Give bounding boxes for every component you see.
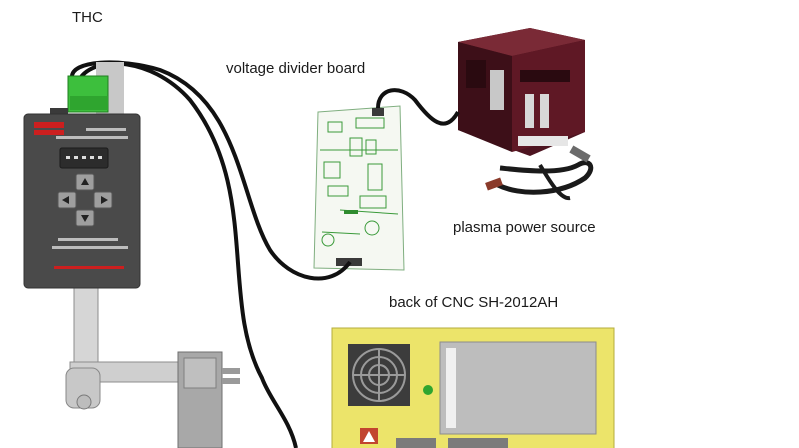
- voltage-divider-board-label: voltage divider board: [226, 60, 366, 77]
- thc-unit: [23, 62, 141, 289]
- thc-mount: [65, 287, 240, 448]
- cnc-back-panel: [331, 327, 615, 448]
- arrow-down-icon: [81, 215, 89, 222]
- cnc-back-label: back of CNC SH-2012AH: [389, 294, 559, 311]
- plasma-power-source: [458, 28, 594, 200]
- plasma-power-source-label: plasma power source: [453, 219, 596, 236]
- arrow-right-icon: [101, 196, 108, 204]
- arrow-up-icon: [81, 178, 89, 185]
- thc-label: THC: [72, 9, 103, 26]
- thc-keypad: [57, 173, 113, 227]
- voltage-divider-board: [313, 105, 405, 271]
- fan-icon: [348, 344, 410, 406]
- warning-icon: [363, 431, 375, 442]
- arrow-left-icon: [62, 196, 69, 204]
